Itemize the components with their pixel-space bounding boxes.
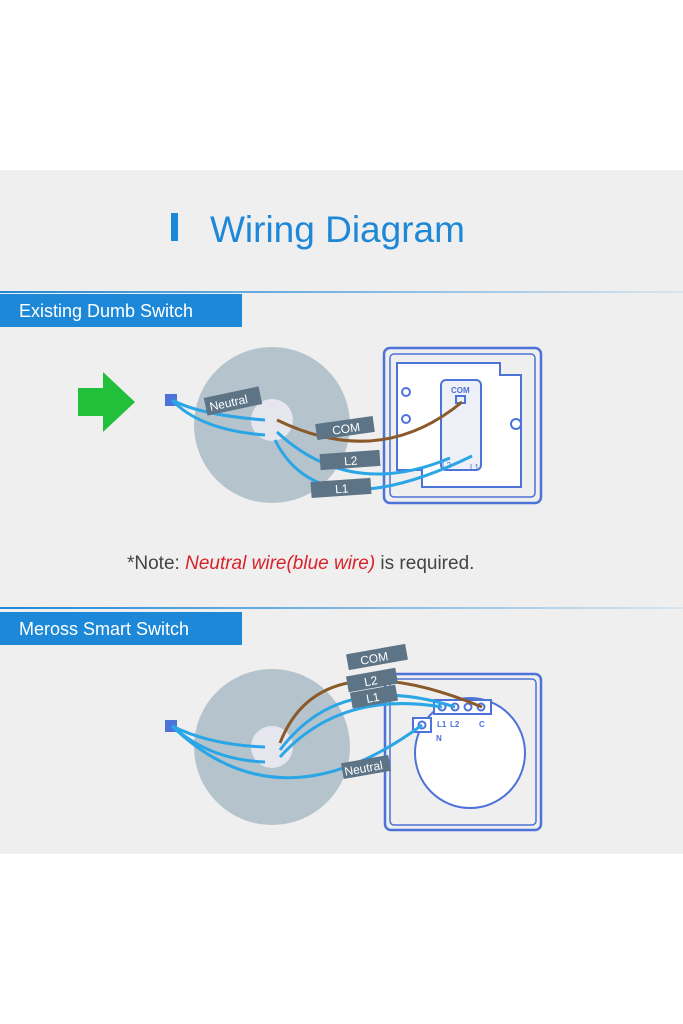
arrow-icon (78, 372, 135, 432)
section-header-meross (0, 612, 242, 645)
terminal-l2-label: L2 (450, 720, 460, 729)
wire-label-l2: L2 (344, 453, 359, 468)
section-divider (0, 291, 683, 293)
wire-label-neutral: Neutral (343, 758, 384, 779)
terminal-l1-label: L1 (437, 720, 447, 729)
ceiling-hole (251, 399, 293, 441)
wire-label-l1: L1 (365, 690, 381, 706)
terminal-com-label: COM (451, 386, 470, 395)
page-title: Wiring Diagram (210, 209, 465, 250)
note: *Note: Neutral wire(blue wire) is requir… (127, 553, 474, 574)
terminal-l2-label: L2 (442, 461, 451, 470)
neutral-wire (170, 723, 423, 780)
dumb-switch (382, 346, 543, 505)
wire-label-com: COM (331, 420, 361, 438)
terminal-n-label: N (436, 734, 442, 743)
neutral-wire (171, 724, 266, 749)
terminal-c-label: C (479, 720, 485, 729)
com-wire (276, 400, 463, 443)
neutral-wire (170, 398, 266, 437)
l1-wire (278, 702, 443, 759)
terminal-l1-label: L1 (470, 463, 479, 472)
title-bar-icon (171, 213, 178, 241)
l2-wire (275, 430, 451, 476)
section-divider (0, 607, 683, 609)
section-header-label: Meross Smart Switch (19, 619, 189, 639)
section-header-existing (0, 294, 242, 327)
section-header-label: Existing Dumb Switch (19, 301, 193, 321)
wire-label-l1: L1 (335, 481, 350, 496)
wire-label-l2: L2 (363, 673, 379, 689)
wire-label-com: COM (359, 649, 389, 668)
